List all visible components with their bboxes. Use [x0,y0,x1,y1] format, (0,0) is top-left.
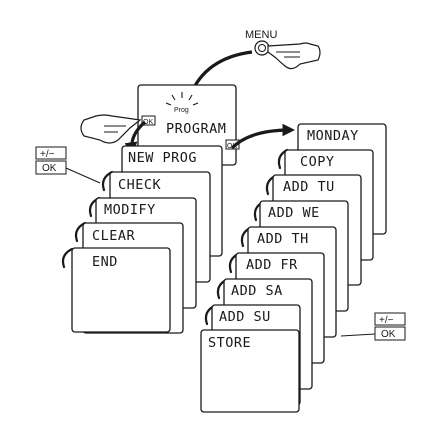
prog-screen-label: ADD WE [268,205,320,221]
left-ok-label: OK [42,163,57,174]
left-plus-minus-label: +/− [40,149,55,160]
page-curl-icon [61,247,74,269]
menu-button-inner-icon [258,44,266,52]
prog-screen-label: MONDAY [307,128,359,144]
menu-screen-label: CLEAR [92,228,136,244]
menu-screen-label: END [92,254,118,270]
program-screen: Prog PROGRAM OK OK [137,84,240,166]
pointing-hand-menu-icon [267,42,321,70]
right-plus-minus-label: +/− [379,315,394,326]
hand-ok-finger-lines-icon [104,125,126,133]
prog-screen-store[interactable]: STORE [200,329,300,413]
right-ok-button[interactable] [374,326,406,341]
prog-screen-label: COPY [300,154,335,170]
program-ok-badge-label: OK [143,119,153,126]
program-ok-badge [141,115,156,126]
left-plus-minus-button[interactable] [35,146,67,160]
prog-indicator-label: Prog [174,107,189,114]
program-screen-label: PROGRAM [166,121,226,137]
left-ok-button[interactable] [35,160,67,175]
prog-indicator-icon [165,92,199,106]
right-plus-minus-button[interactable] [374,312,406,326]
menu-screen-label: MODIFY [104,202,156,218]
newprog-to-monday-arrow [230,123,296,150]
right-buttons-pointer-line [340,333,376,337]
menu-screen-label: CHECK [118,177,162,193]
menu-screen-label: NEW PROG [128,150,197,166]
pointing-hand-ok-icon [80,114,142,144]
hand-finger-lines-icon [276,51,300,58]
prog-screen-label: ADD SA [231,283,283,299]
menu-button-label: MENU [245,29,277,41]
prog-screen-label: ADD TH [257,231,309,247]
main-menu-stack: NEW PROG CHECK MODIFY CLEAR END [61,145,223,334]
new-prog-stack: MONDAY COPY ADD TU ADD WE ADD TH ADD FR [200,123,387,413]
program-right-ok-badge [225,139,240,150]
left-control-buttons[interactable]: +/− OK [35,146,101,184]
left-buttons-pointer-line [65,167,101,184]
prog-screen-label: ADD SU [219,309,271,325]
right-control-buttons[interactable]: +/− OK [340,312,406,341]
right-ok-label: OK [381,329,396,340]
prog-screen-label: ADD TU [283,179,335,195]
prog-screen-label: STORE [208,335,251,351]
menu-button-group[interactable]: MENU [245,29,321,70]
prog-screen-label: ADD FR [246,257,298,273]
menu-screen-end[interactable]: END [71,247,171,333]
